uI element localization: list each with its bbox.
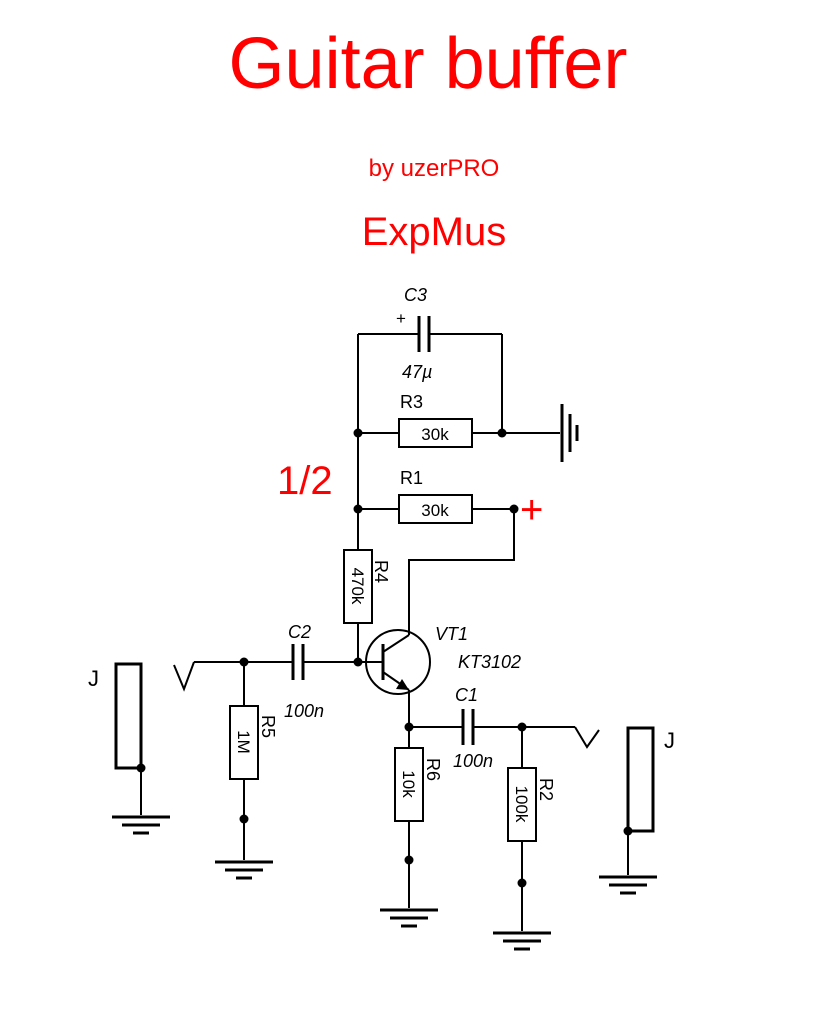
junction-dot	[497, 428, 507, 438]
ground-icon	[493, 931, 551, 951]
input-jack-icon	[114, 662, 143, 770]
ground-icon	[112, 815, 170, 835]
page-title: Guitar buffer	[229, 24, 628, 104]
output-jack-icon	[626, 726, 655, 833]
collector-wire	[408, 509, 515, 635]
r5-ref: R5	[258, 715, 278, 738]
junction-dot	[136, 763, 146, 773]
junction-dot	[509, 504, 519, 514]
junction-dot	[404, 855, 414, 865]
r5-value: 1M	[234, 730, 253, 754]
r4-ref: R4	[371, 560, 391, 583]
c1-value: 100n	[453, 751, 493, 771]
junction-dot	[517, 722, 527, 732]
junction-dot	[353, 504, 363, 514]
c3-polarity: +	[396, 309, 406, 328]
r3-value: 30k	[421, 425, 449, 444]
input-jack-label: J	[88, 666, 99, 691]
c1-ref: C1	[455, 685, 478, 705]
c2-value: 100n	[284, 701, 324, 721]
vt1-part: KT3102	[458, 652, 521, 672]
junction-dot	[517, 878, 527, 888]
r6-value: 10k	[399, 770, 418, 798]
ground-icon	[599, 875, 657, 895]
r2-value: 100k	[512, 786, 531, 823]
supply-plus-icon: +	[520, 488, 543, 532]
junction-dot	[353, 657, 363, 667]
junctions	[136, 428, 633, 888]
byline: by uzerPRO	[369, 155, 500, 182]
input-terminal-icon	[173, 661, 195, 692]
junction-dot	[239, 814, 249, 824]
ground-icon	[215, 860, 273, 880]
r6-ref: R6	[423, 758, 443, 781]
output-terminal-icon	[574, 726, 600, 749]
junction-dot	[404, 722, 414, 732]
vt1-ref: VT1	[435, 624, 468, 644]
r1-ref: R1	[400, 468, 423, 488]
brand-label: ExpMus	[362, 210, 507, 254]
r2-ref: R2	[536, 778, 556, 801]
junction-dot	[623, 826, 633, 836]
transistor-icon	[358, 629, 431, 727]
c3-branch	[358, 316, 503, 433]
c3-ref: C3	[404, 285, 427, 305]
r4-value: 470k	[348, 568, 367, 605]
ground-icon	[560, 404, 579, 462]
stage-label: 1/2	[277, 459, 333, 503]
c2-ref: C2	[288, 622, 311, 642]
junction-dot	[353, 428, 363, 438]
output-jack-label: J	[664, 728, 675, 753]
junction-dot	[239, 657, 249, 667]
r1-value: 30k	[421, 501, 449, 520]
c3-value: 47µ	[402, 362, 432, 382]
r3-ref: R3	[400, 392, 423, 412]
ground-icon	[380, 908, 438, 928]
